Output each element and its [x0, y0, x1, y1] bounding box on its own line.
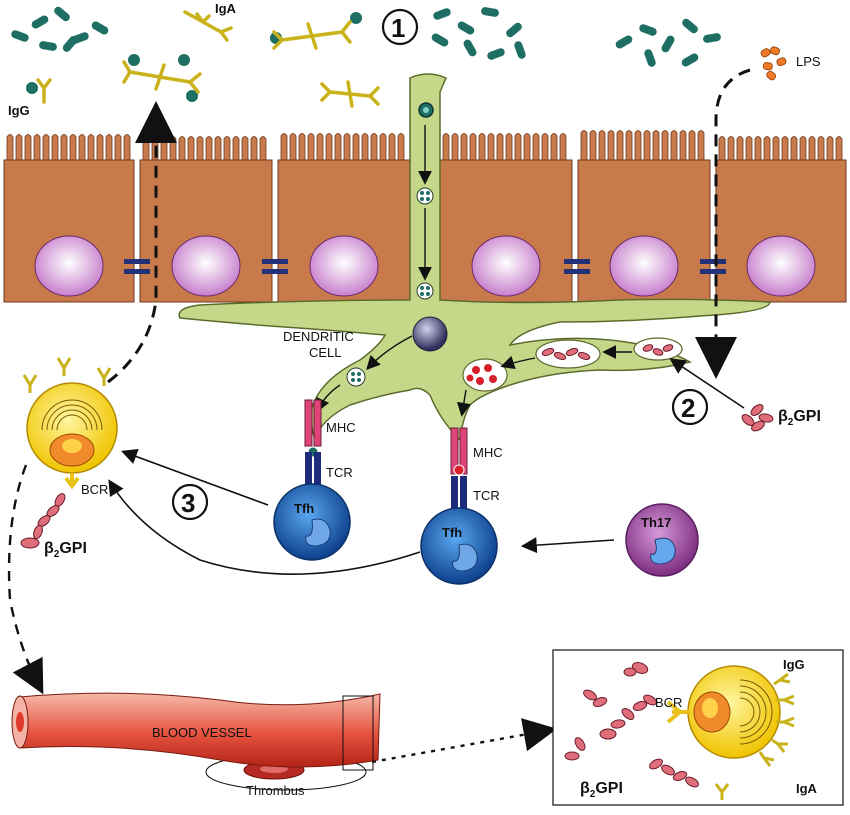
pathway-arrows	[7, 68, 751, 764]
b2gpi-chain-left	[20, 493, 66, 549]
svg-text:2: 2	[681, 393, 695, 423]
dendritic-cell	[178, 73, 771, 443]
tfh-label-right: Tfh	[442, 525, 462, 540]
step-3-badge: 3	[171, 483, 209, 521]
inset-panel	[552, 649, 844, 806]
tfh-cell-left	[273, 399, 351, 561]
inset-b2gpi-label: β2GPI	[580, 780, 623, 800]
b2gpi-label-left: β2GPI	[44, 540, 87, 560]
igg-label-top: IgG	[8, 103, 30, 118]
inset-igg-label: IgG	[783, 657, 805, 672]
inset-bcr-label: BCR	[655, 695, 682, 710]
th17-cell	[625, 503, 699, 577]
epithelial-nucleus	[309, 235, 379, 297]
epithelial-nucleus	[609, 235, 679, 297]
epithelial-nucleus	[746, 235, 816, 297]
epithelial-cells	[3, 159, 847, 303]
th17-label: Th17	[641, 515, 671, 530]
epithelial-nucleus	[171, 235, 241, 297]
lps-particles	[760, 46, 787, 81]
b-cell-left	[26, 382, 118, 490]
epithelium-layer	[3, 130, 847, 303]
step-1-badge: 1	[381, 8, 419, 46]
blood-vessel-label: BLOOD VESSEL	[152, 725, 252, 740]
bcr-label-left: BCR	[81, 482, 108, 497]
mhc-label-right: MHC	[473, 445, 503, 460]
epithelial-nucleus	[34, 235, 104, 297]
svg-text:1: 1	[391, 13, 405, 43]
tight-junctions	[124, 259, 726, 274]
top-antibodies	[36, 10, 380, 108]
b2gpi-free	[741, 404, 774, 432]
svg-text:3: 3	[181, 488, 195, 518]
thrombus-label: Thrombus	[246, 783, 305, 798]
dendritic-cell-label-2: CELL	[309, 345, 342, 360]
tcr-label-right: TCR	[473, 488, 500, 503]
tfh-cell-right	[420, 427, 498, 585]
blood-vessel	[11, 692, 381, 791]
step-2-badge: 2	[671, 388, 709, 426]
lps-label: LPS	[796, 54, 821, 69]
dendritic-cell-label-1: DENDRITIC	[283, 329, 354, 344]
microvilli	[6, 130, 843, 163]
mhc-label-left: MHC	[326, 420, 356, 435]
tcr-label-left: TCR	[326, 465, 353, 480]
antigen-particles	[466, 364, 497, 385]
tfh-label-left: Tfh	[294, 501, 314, 516]
b2gpi-label-free: β2GPI	[778, 408, 821, 428]
epithelial-nucleus	[471, 235, 541, 297]
antibodies-left-bcell	[22, 357, 112, 393]
inset-iga-label: IgA	[796, 781, 818, 796]
bacteria	[11, 6, 721, 102]
iga-label-top: IgA	[215, 1, 237, 16]
